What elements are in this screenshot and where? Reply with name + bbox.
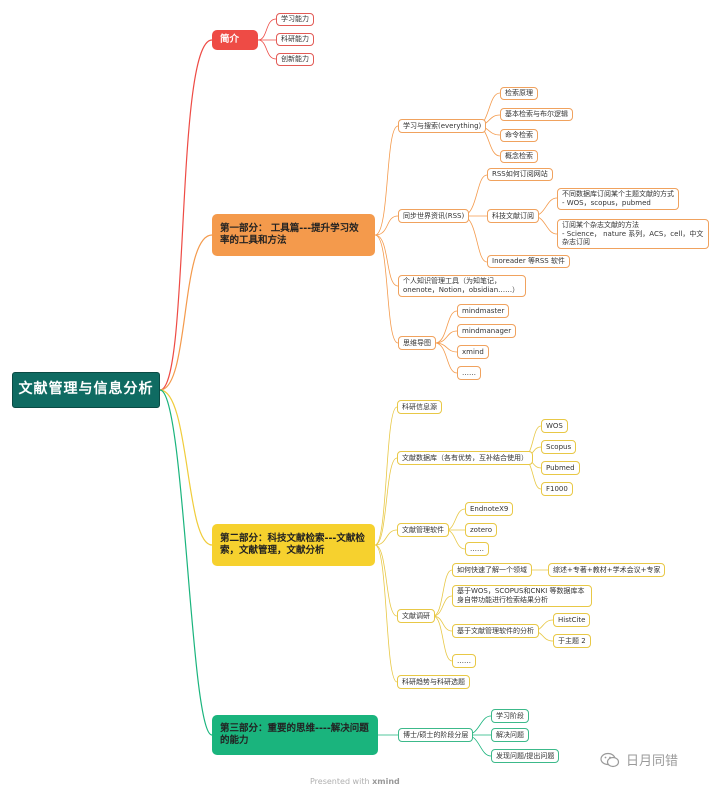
analysis-item-histcite[interactable]: HistCite [553, 613, 591, 627]
mindmap-item-xmind[interactable]: xmind [457, 345, 489, 359]
research-quick-detail[interactable]: 综述+专著+教材+学术会议+专家 [548, 563, 666, 577]
search-item-concept[interactable]: 概念检索 [500, 150, 538, 163]
search-item-boolean[interactable]: 基本检索与布尔逻辑 [500, 108, 573, 121]
db-item-scopus[interactable]: Scopus [541, 440, 577, 454]
db-item-wos[interactable]: WOS [541, 419, 568, 433]
ref-manager-topic[interactable]: 文献管理软件 [397, 523, 449, 537]
rss-sub-topic[interactable]: 科技文献订阅 [487, 209, 539, 223]
stage-item-solve[interactable]: 解决问题 [491, 728, 529, 742]
intro-item-learning[interactable]: 学习能力 [276, 13, 314, 26]
stage-item-learning[interactable]: 学习阶段 [491, 709, 529, 723]
mindmap-topic[interactable]: 思维导图 [398, 336, 436, 350]
part3-topic[interactable]: 第三部分：重要的思维----解决问题的能力 [212, 715, 378, 755]
rss-site[interactable]: RSS如何订阅网站 [487, 168, 553, 181]
mgr-item-zotero[interactable]: zotero [465, 523, 498, 537]
part1-topic[interactable]: 第一部分： 工具篇---提升学习效率的工具和方法 [212, 214, 375, 256]
presented-with-footer: Presented with xmind [310, 777, 400, 786]
stage-topic[interactable]: 博士/硕士的阶段分层 [398, 728, 474, 742]
mindmap-item-mindmaster[interactable]: mindmaster [457, 304, 510, 318]
mgr-item-endnote[interactable]: EndnoteX9 [465, 502, 514, 516]
analysis-item-theme2[interactable]: 于主题 2 [553, 634, 591, 648]
watermark: 日月同错 [600, 750, 678, 769]
rss-journal-subscribe[interactable]: 订阅某个杂志文献的方法 - Science， nature 系列，ACS，cel… [557, 219, 709, 249]
research-quick[interactable]: 如何快速了解一个领域 [452, 563, 532, 577]
intro-topic[interactable]: 简介 [212, 30, 258, 50]
research-software-analysis[interactable]: 基于文献管理软件的分析 [452, 624, 539, 638]
info-sources[interactable]: 科研信息源 [397, 400, 442, 414]
rss-db-subscribe[interactable]: 不同数据库订阅某个主题文献的方式 - WOS，scopus，pubmed [557, 188, 679, 210]
research-builtin-analysis[interactable]: 基于WOS，SCOPUS和CNKI 等数据库本身自带功能进行检索结果分析 [452, 585, 592, 607]
stage-item-discover[interactable]: 发现问题/提出问题 [491, 749, 560, 763]
mindmap-item-more[interactable]: …… [457, 366, 481, 380]
wechat-icon [600, 752, 620, 767]
db-item-pubmed[interactable]: Pubmed [541, 461, 580, 475]
footer-prefix: Presented with [310, 777, 370, 786]
intro-item-innovation[interactable]: 创新能力 [276, 53, 314, 66]
research-topic[interactable]: 文献调研 [397, 609, 435, 623]
search-item-command[interactable]: 命令检索 [500, 129, 538, 142]
mgr-item-more[interactable]: …… [465, 542, 489, 556]
root-topic[interactable]: 文献管理与信息分析 [12, 372, 160, 408]
rss-reader[interactable]: Inoreader 等RSS 软件 [487, 255, 570, 268]
research-more[interactable]: …… [452, 654, 476, 668]
db-item-f1000[interactable]: F1000 [541, 482, 573, 496]
footer-brand: xmind [372, 777, 400, 786]
watermark-text: 日月同错 [626, 754, 679, 769]
intro-item-research[interactable]: 科研能力 [276, 33, 314, 46]
rss-topic[interactable]: 同步世界资讯(RSS) [398, 209, 470, 223]
research-trend[interactable]: 科研趋势与科研选题 [397, 675, 470, 689]
part2-topic[interactable]: 第二部分：科技文献检索---文献检索，文献管理，文献分析 [212, 524, 375, 566]
mindmap-item-mindmanager[interactable]: mindmanager [457, 324, 517, 338]
search-topic[interactable]: 学习与搜索(everything) [398, 119, 487, 133]
search-item-principle[interactable]: 检索原理 [500, 87, 538, 100]
pkm-tools[interactable]: 个人知识管理工具（为知笔记，onenote，Notion，obsidian……） [398, 275, 526, 297]
database-topic[interactable]: 文献数据库（各有优势，互补结合使用） [397, 451, 533, 465]
